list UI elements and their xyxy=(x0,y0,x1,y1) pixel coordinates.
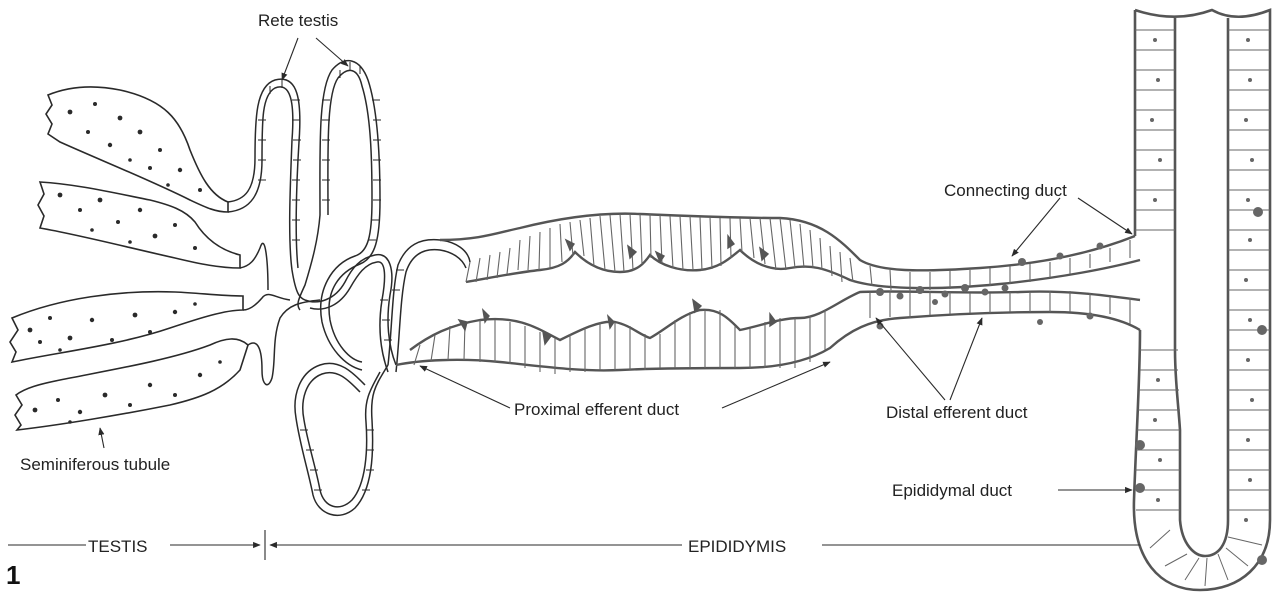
proximal-duct-arrow-1 xyxy=(420,366,510,408)
rete-epithelium-ticks xyxy=(258,62,404,490)
epididymal-nuclei xyxy=(1135,38,1267,565)
annotation-arrows xyxy=(100,38,1132,490)
distal-duct-arrow-1 xyxy=(876,318,945,400)
rete-testis-label: Rete testis xyxy=(258,12,338,29)
seminiferous-tubule-arrow xyxy=(100,428,104,448)
distal-efferent-duct-label: Distal efferent duct xyxy=(886,404,1027,421)
seminiferous-tubule-2 xyxy=(38,182,240,268)
epididymal-duct-outer xyxy=(1134,10,1270,590)
rete-testis-channels xyxy=(228,61,470,516)
testis-region-label: TESTIS xyxy=(88,538,148,555)
figure-number: 1 xyxy=(6,562,20,588)
seminiferous-tubule-1 xyxy=(46,87,228,212)
proximal-efferent-duct-label: Proximal efferent duct xyxy=(514,401,679,418)
upper-efferent-duct-outer xyxy=(440,214,1135,271)
seminiferous-tubule-3 xyxy=(10,292,243,362)
seminiferous-tubule-4 xyxy=(15,339,248,430)
ciliated-cells xyxy=(459,236,776,344)
duct-epithelium xyxy=(414,214,1130,374)
epididymis-region-label: EPIDIDYMIS xyxy=(688,538,786,555)
epididymal-epithelium xyxy=(1135,30,1270,586)
epididymal-duct-label: Epididymal duct xyxy=(892,482,1012,499)
connecting-duct-label: Connecting duct xyxy=(944,182,1067,199)
epididymal-duct-inner xyxy=(1175,18,1228,556)
connecting-duct-arrow-1 xyxy=(1012,198,1060,256)
rete-testis-arrow-1 xyxy=(282,38,298,80)
efferent-ducts xyxy=(396,214,1140,371)
rete-testis-arrow-2 xyxy=(316,38,348,66)
region-bar xyxy=(8,530,1140,560)
tubule-nuclei xyxy=(28,102,222,424)
seminiferous-tubules xyxy=(10,87,248,430)
connecting-duct-arrow-2 xyxy=(1078,198,1132,234)
seminiferous-tubule-label: Seminiferous tubule xyxy=(20,456,170,473)
epididymal-duct xyxy=(1134,10,1270,590)
distal-duct-arrow-2 xyxy=(950,318,982,400)
